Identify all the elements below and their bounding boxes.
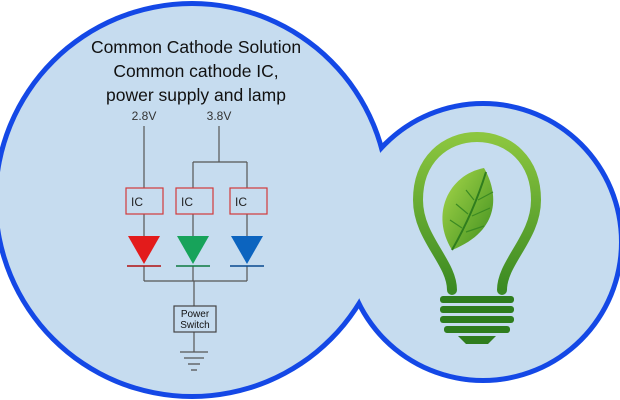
ic-label: IC <box>235 195 247 209</box>
title-line-3: power supply and lamp <box>106 85 286 105</box>
power-switch: Power Switch <box>173 305 217 333</box>
ic-box-right: IC <box>229 187 268 215</box>
led-blue <box>230 236 264 267</box>
power-switch-label-1: Power <box>181 309 210 320</box>
lightbulb-with-leaf-icon <box>412 131 542 344</box>
led-green <box>176 236 210 267</box>
title-line-1: Common Cathode Solution <box>91 37 301 57</box>
ic-label: IC <box>181 195 193 209</box>
circuit-wires <box>143 126 248 352</box>
ic-box-middle: IC <box>175 187 214 215</box>
led-red <box>127 236 161 267</box>
bubble-background <box>0 6 619 394</box>
ic-label: IC <box>131 195 143 209</box>
voltage-label-left: 2.8V <box>132 109 157 123</box>
power-switch-label-2: Switch <box>180 320 209 331</box>
title-line-2: Common cathode IC, <box>113 61 278 81</box>
voltage-label-right: 3.8V <box>207 109 232 123</box>
ground-icon <box>180 351 208 371</box>
ic-box-left: IC <box>125 187 164 215</box>
